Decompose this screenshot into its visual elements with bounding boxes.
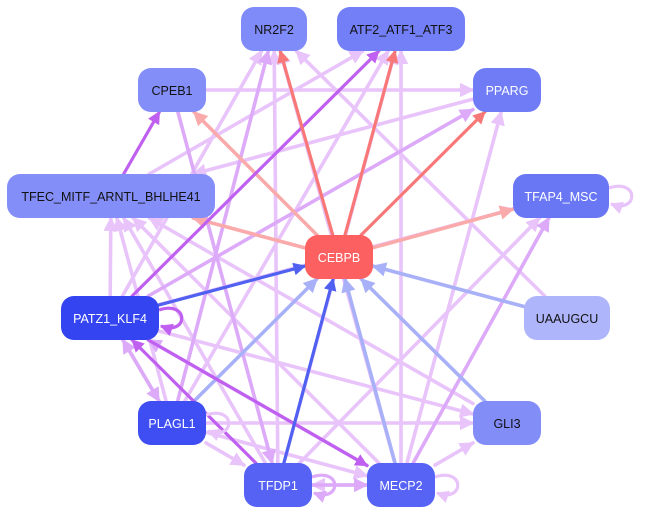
edge-cebpb-to-tfap4_msc [371, 205, 515, 250]
edge-plagl1-to-cebpb [192, 277, 319, 403]
edge-tfec_mitf_arntl_bhlhe41-to-atf2_atf1_atf3 [147, 49, 365, 176]
node-label: CPEB1 [152, 84, 193, 98]
edge-patz1_klf4-to-pparg [146, 107, 475, 298]
node-label: NR2F2 [254, 23, 294, 37]
edge-tfdp1-to-nr2f2 [267, 49, 282, 465]
node-label: TFAP4_MSC [525, 190, 598, 204]
node-box[interactable] [244, 463, 312, 507]
edge-gli3-to-tfec_mitf_arntl_bhlhe41 [147, 216, 475, 406]
edge-tfec_mitf_arntl_bhlhe41-to-cpeb1 [122, 110, 161, 176]
node-gli3[interactable]: GLI3 [473, 401, 541, 445]
node-box[interactable] [138, 68, 206, 112]
edge-plagl1-to-atf2_atf1_atf3 [182, 49, 391, 403]
edge-patz1_klf4-to-mecp2 [146, 338, 369, 468]
node-box[interactable] [138, 401, 206, 445]
node-label: PATZ1_KLF4 [73, 312, 147, 326]
node-box[interactable] [473, 401, 541, 445]
node-mecp2[interactable]: MECP2 [367, 463, 435, 507]
edge-mecp2-to-cebpb [341, 277, 397, 465]
edge-cebpb-to-pparg [359, 110, 487, 237]
edge-cebpb-to-atf2_atf1_atf3 [343, 49, 399, 237]
node-plagl1[interactable]: PLAGL1 [138, 401, 206, 445]
node-nr2f2[interactable]: NR2F2 [241, 7, 307, 51]
node-tfec-mitf-arntl-bhlhe41[interactable]: TFEC_MITF_ARNTL_BHLHE41 [7, 174, 215, 218]
edge-uaaugcu-to-cebpb [371, 262, 526, 309]
edge-patz1_klf4-to-cebpb [157, 262, 307, 307]
node-cebpb[interactable]: CEBPB [305, 235, 373, 279]
node-box[interactable] [7, 174, 215, 218]
node-uaaugcu[interactable]: UAAUGCU [524, 296, 610, 340]
node-box[interactable] [473, 68, 541, 112]
self-loop-plagl1 [205, 411, 231, 441]
edge-plagl1-to-patz1_klf4 [121, 338, 161, 403]
node-box[interactable] [524, 296, 610, 340]
node-tfap4-msc[interactable]: TFAP4_MSC [513, 174, 609, 218]
node-box[interactable] [367, 463, 435, 507]
edge-cebpb-to-nr2f2 [277, 49, 335, 237]
node-label: PLAGL1 [148, 417, 195, 431]
self-loops-layer [158, 184, 634, 503]
edge-tfdp1-to-cebpb [282, 277, 337, 465]
self-loop-mecp2 [434, 473, 460, 503]
node-label: GLI3 [493, 417, 520, 431]
edge-patz1_klf4-to-gli3 [157, 329, 475, 418]
edge-patz1_klf4-to-atf2_atf1_atf3 [130, 49, 381, 298]
edge-pparg-to-tfec_mitf_arntl_bhlhe41 [191, 97, 475, 178]
node-box[interactable] [337, 7, 465, 51]
node-label: TFDP1 [258, 479, 298, 493]
node-label: CEBPB [318, 251, 360, 265]
edge-patz1_klf4-to-tfec_mitf_arntl_bhlhe41 [103, 216, 118, 298]
node-label: TFEC_MITF_ARNTL_BHLHE41 [21, 190, 200, 204]
self-loop-tfap4_msc [608, 184, 634, 214]
edge-plagl1-to-tfdp1 [204, 441, 246, 467]
node-label: PPARG [486, 84, 529, 98]
edge-cebpb-to-tfec_mitf_arntl_bhlhe41 [191, 214, 307, 250]
node-box[interactable] [61, 296, 159, 340]
node-label: ATF2_ATF1_ATF3 [350, 23, 453, 37]
node-tfdp1[interactable]: TFDP1 [244, 463, 312, 507]
node-box[interactable] [305, 235, 373, 279]
node-patz1-klf4[interactable]: PATZ1_KLF4 [61, 296, 159, 340]
self-loop-patz1_klf4 [158, 306, 184, 336]
edge-mecp2-to-tfap4_msc [411, 216, 551, 465]
edge-gli3-to-cebpb [359, 277, 487, 403]
self-loop-tfdp1 [311, 473, 337, 503]
node-label: MECP2 [379, 479, 422, 493]
node-pparg[interactable]: PPARG [473, 68, 541, 112]
node-box[interactable] [241, 7, 307, 51]
node-cpeb1[interactable]: CPEB1 [138, 68, 206, 112]
node-box[interactable] [513, 174, 609, 218]
edge-mecp2-to-gli3 [433, 441, 475, 467]
edges-layer [103, 49, 551, 493]
node-atf2-atf1-atf3[interactable]: ATF2_ATF1_ATF3 [337, 7, 465, 51]
node-label: UAAUGCU [536, 312, 599, 326]
